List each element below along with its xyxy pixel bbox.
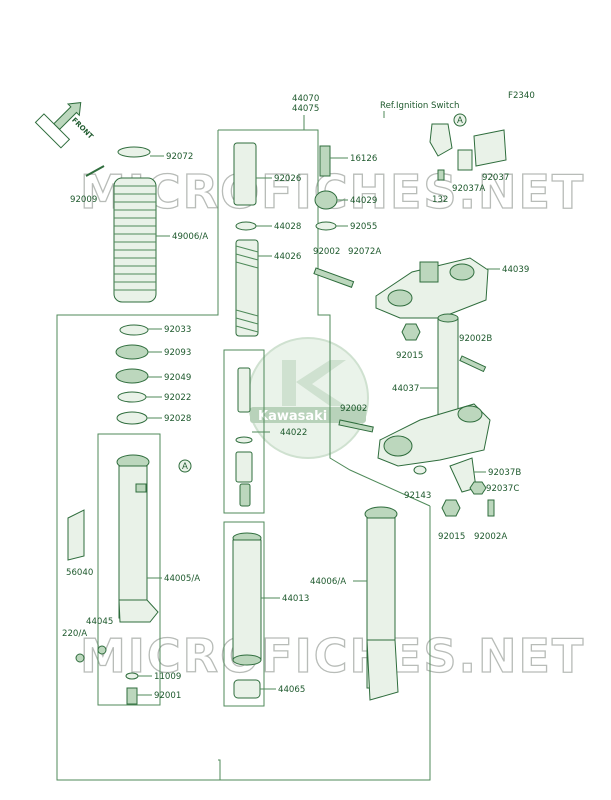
seal-92093 <box>115 344 149 360</box>
inner-tube-44013 <box>232 532 262 666</box>
label-44013: 44013 <box>282 594 309 604</box>
callout-a-top <box>453 113 467 127</box>
label-92002-top: 92002 <box>313 247 340 257</box>
ignition-bracket <box>429 123 453 157</box>
label-44037: 44037 <box>392 384 419 394</box>
label-92072: 92072 <box>166 152 193 162</box>
diagram-code: F2340 <box>508 91 535 101</box>
label-92001: 92001 <box>154 691 181 701</box>
label-92015-top: 92015 <box>396 351 423 361</box>
label-44022: 44022 <box>280 428 307 438</box>
outline-bottom <box>220 760 431 781</box>
pipe-92026 <box>233 142 257 206</box>
valve-16126 <box>319 145 331 177</box>
circlip-92033 <box>119 324 149 336</box>
label-49006a: 49006/A <box>172 232 208 242</box>
bushing-44065 <box>233 679 261 699</box>
fork-boot-49006a <box>113 177 157 303</box>
label-92037b: 92037B <box>488 468 521 478</box>
washer-92022 <box>117 391 147 403</box>
label-44005a: 44005/A <box>164 574 200 584</box>
label-92002a: 92002A <box>474 532 507 542</box>
outline-upper <box>218 129 431 507</box>
label-56040: 56040 <box>66 568 93 578</box>
outer-tube-44005a <box>116 454 159 623</box>
nut-92015-top <box>401 323 421 341</box>
label-92022: 92022 <box>164 393 191 403</box>
callout-a-bottom-label: A <box>182 462 188 472</box>
callout-a-bottom <box>178 459 192 473</box>
label-220a: 220/A <box>62 629 87 639</box>
label-92002b: 92002B <box>459 334 492 344</box>
label-92049: 92049 <box>164 373 191 383</box>
ref-ignition-switch: Ref.Ignition Switch <box>380 101 459 111</box>
bolt-92002b <box>459 355 487 373</box>
label-44029: 44029 <box>350 196 377 206</box>
nut-92037c <box>469 481 487 495</box>
label-44028: 44028 <box>274 222 301 232</box>
bushing-92028 <box>116 411 148 425</box>
outer-tube-44006a <box>364 506 399 701</box>
label-92009: 92009 <box>70 195 97 205</box>
label-92026: 92026 <box>274 174 301 184</box>
logo-text: Kawasaki <box>258 409 327 424</box>
bolt-92001 <box>126 687 138 705</box>
outline-outer-tube <box>97 433 161 706</box>
callout-a-top-label: A <box>457 116 463 126</box>
screw-92009 <box>85 165 105 177</box>
oring-92055 <box>315 221 337 231</box>
label-92055: 92055 <box>350 222 377 232</box>
label-92143: 92143 <box>404 491 431 501</box>
label-92037: 92037 <box>482 173 509 183</box>
plug-220a <box>75 653 85 663</box>
label-92072a: 92072A <box>348 247 381 257</box>
damper-rod-44022 <box>235 367 253 507</box>
clamp-92072 <box>117 146 151 158</box>
stem-44037 <box>377 313 491 467</box>
label-92093: 92093 <box>164 348 191 358</box>
label-11009: 11009 <box>154 672 181 682</box>
label-92002-mid: 92002 <box>340 404 367 414</box>
outline-damper <box>223 349 265 514</box>
washer-92143 <box>413 465 427 475</box>
watermark-bottom: MICROFICHES.NET <box>80 629 585 683</box>
reflector-56040 <box>67 509 85 561</box>
front-arrow-icon <box>34 102 82 149</box>
label-92015-bottom: 92015 <box>438 532 465 542</box>
outline-left <box>56 130 221 781</box>
gasket-11009 <box>125 672 139 680</box>
bolt-92002-mid <box>338 419 374 433</box>
label-44075: 44075 <box>292 104 319 114</box>
bracket-92037 <box>473 129 507 167</box>
label-44065: 44065 <box>278 685 305 695</box>
label-92037a: 92037A <box>452 184 485 194</box>
outline-inner-tube <box>223 521 265 707</box>
clip-132 <box>437 169 445 181</box>
bracket-92037a <box>457 149 473 171</box>
oil-seal-92049 <box>115 368 149 384</box>
plug-44045 <box>97 645 107 655</box>
label-16126: 16126 <box>350 154 377 164</box>
label-132: 132 <box>432 195 448 205</box>
label-44045: 44045 <box>86 617 113 627</box>
bolt-92002-top <box>313 267 355 288</box>
label-92033: 92033 <box>164 325 191 335</box>
kawasaki-logo: Kawasaki <box>247 337 369 459</box>
label-92028: 92028 <box>164 414 191 424</box>
ring-44028 <box>235 221 257 231</box>
label-44039: 44039 <box>502 265 529 275</box>
front-label: FRONT <box>70 116 95 141</box>
bracket-44039 <box>375 257 489 319</box>
label-92037c: 92037C <box>486 484 519 494</box>
nut-92015-bottom <box>441 499 461 517</box>
label-44006a: 44006/A <box>310 577 346 587</box>
label-44070: 44070 <box>292 94 319 104</box>
spring-44026 <box>235 239 259 337</box>
label-44026: 44026 <box>274 252 301 262</box>
cap-44029 <box>314 190 338 210</box>
bolt-92002a <box>487 499 495 517</box>
